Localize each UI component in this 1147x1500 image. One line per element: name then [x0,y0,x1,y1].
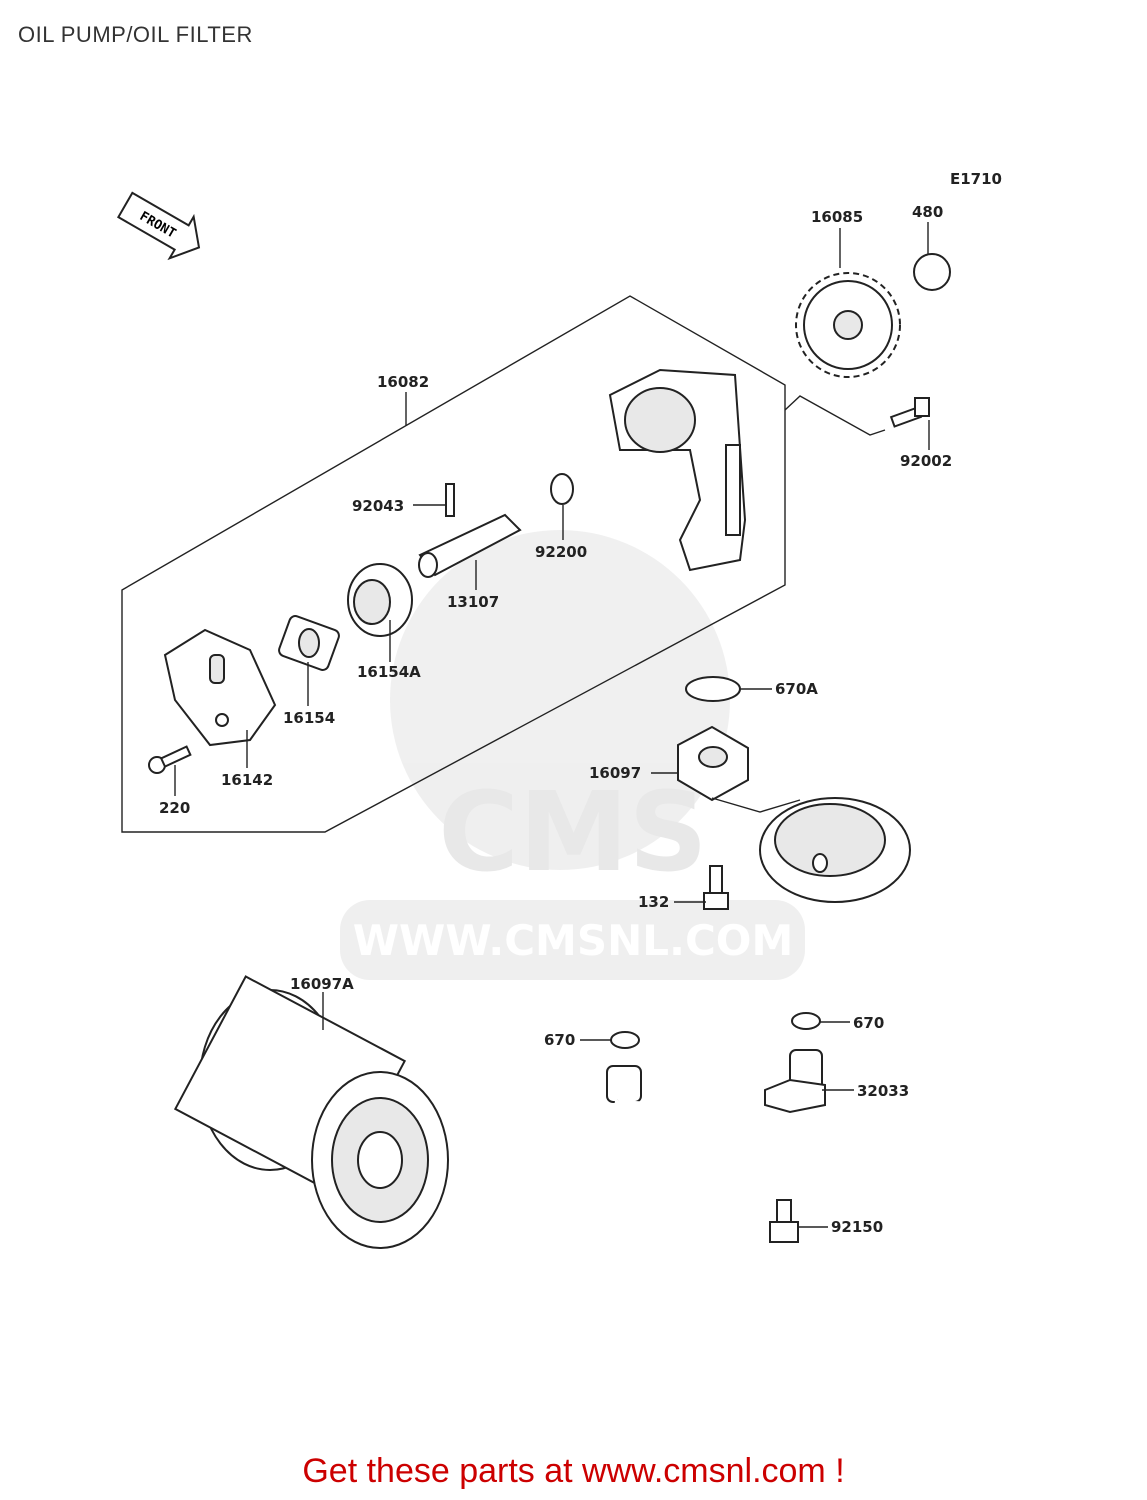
callout-label: 92002 [900,452,952,470]
watermark: CMS WWW.CMSNL.COM [340,530,805,980]
shaft-part [418,513,522,578]
callout-label: 16154A [357,663,421,681]
callout-label: 220 [159,799,190,817]
callout-label: 32033 [857,1082,909,1100]
callout-label: 13107 [447,593,499,611]
pin-part [445,483,455,517]
callout-label: 480 [912,203,943,221]
callout-label: 92043 [352,497,404,515]
pump-assembly-outline [121,295,786,833]
callout-label: 92200 [535,543,587,561]
front-arrow-icon: FRONT [116,191,201,261]
callout-labels: 16085 480 16082 92002 92043 92200 13107 … [159,203,952,1236]
page-title: OIL PUMP/OIL FILTER [18,22,253,47]
screw-220-part [148,745,192,774]
callout-label: 92150 [831,1218,883,1236]
ref-code: E1710 [950,170,1002,188]
outer-rotor-part [347,563,413,637]
callout-label: 16142 [221,771,273,789]
callout-label: 16097 [589,764,641,782]
o-ring-670a-part [685,676,741,702]
bolt-92150-part [769,1199,799,1243]
inner-rotor-part [278,615,340,671]
o-ring-670-left-part [610,1031,640,1049]
watermark-brand: CMS [438,768,707,896]
callout-label: 16154 [283,709,335,727]
bolt-92002-part [889,397,930,428]
oil-pipe-part [606,1049,826,1186]
washer-part [550,473,574,505]
sprocket-link-line [784,395,886,436]
callout-label: 16085 [811,208,863,226]
pump-body-part [608,368,747,572]
oil-filter-part [173,975,449,1249]
watermark-url: WWW.CMSNL.COM [353,916,794,965]
o-ring-670-right-part [791,1012,821,1030]
callout-label: 670A [775,680,818,698]
callout-label: 670 [544,1031,575,1049]
parts-exploded-diagram: CMS WWW.CMSNL.COM E1710 FRONT [116,170,1002,1249]
oil-strainer-part [677,725,911,903]
callout-label: 16097A [290,975,354,993]
sprocket-part [795,272,901,378]
pump-cover-part [163,628,277,747]
circlip-part [913,253,951,291]
cmsnl-cta-link[interactable]: Get these parts at www.cmsnl.com ! [302,1452,845,1490]
callout-label: 16082 [377,373,429,391]
callout-label: 670 [853,1014,884,1032]
bolt-132-part [703,865,729,910]
leader-lines [174,222,930,1228]
callout-label: 132 [638,893,669,911]
